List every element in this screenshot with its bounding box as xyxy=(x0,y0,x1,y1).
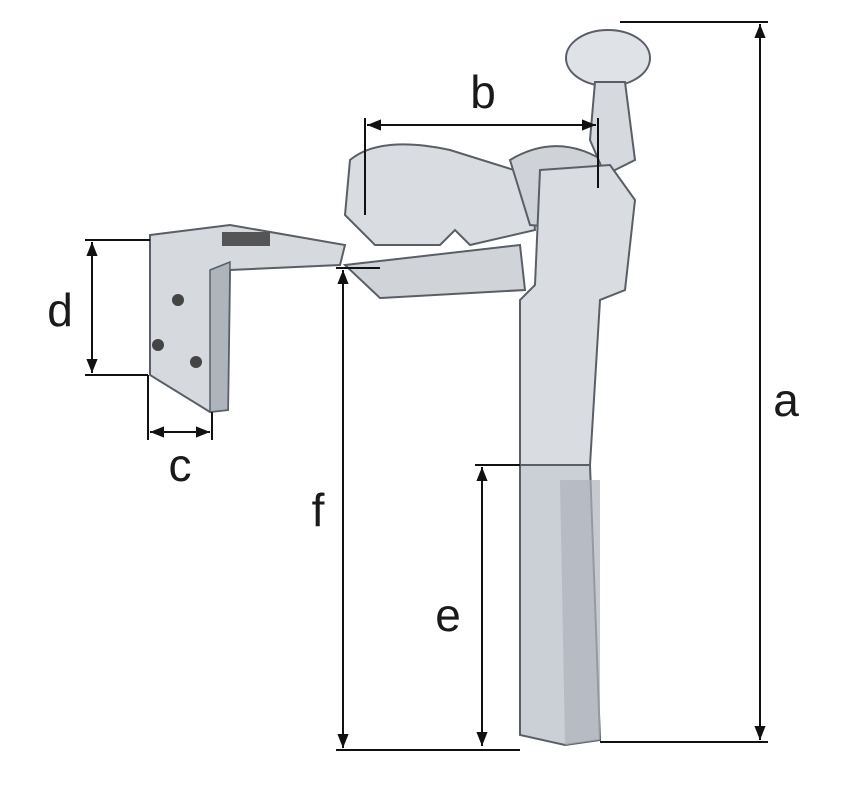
dimension-label-f: f xyxy=(311,484,325,536)
dimension-label-d: d xyxy=(47,284,73,336)
angle-bracket xyxy=(149,223,347,414)
dimension-label-e: e xyxy=(435,589,461,641)
dimension-label-a: a xyxy=(773,374,799,426)
knob xyxy=(565,29,651,87)
screw-hole xyxy=(190,356,202,368)
dimension-label-b: b xyxy=(470,66,496,118)
dimension-label-c: c xyxy=(168,439,192,491)
dimension-lines xyxy=(85,21,768,751)
screw-hole xyxy=(172,294,184,306)
screw-hole xyxy=(152,339,164,351)
latch-post xyxy=(519,29,651,747)
